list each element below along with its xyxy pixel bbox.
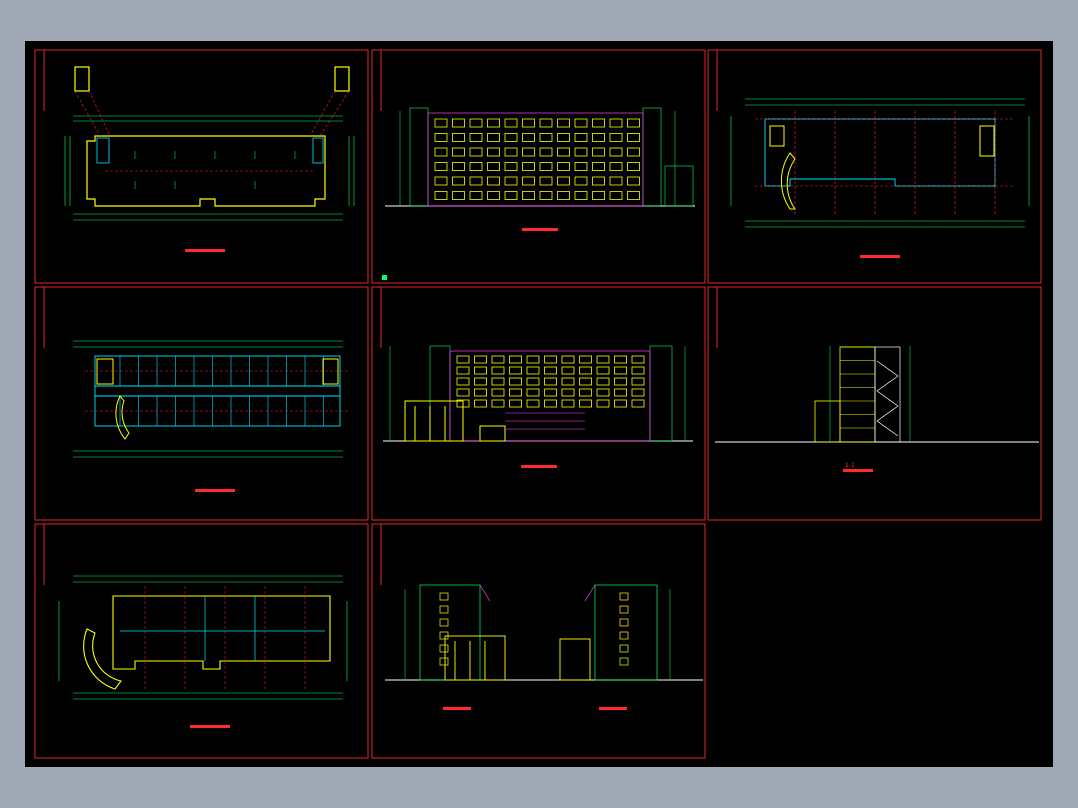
frame-front-elevation-a[interactable] xyxy=(371,49,706,284)
room-divisions xyxy=(119,356,324,426)
upper-floor-plan-drawing xyxy=(730,98,1030,258)
side-elevations-drawing xyxy=(385,584,703,710)
frame-front-elevation-b[interactable] xyxy=(371,286,706,521)
window-grid-a xyxy=(434,118,640,200)
typical-floor-plan-drawing xyxy=(73,340,350,492)
drawing-sheet: 1-1 xyxy=(34,49,1042,759)
front-elevation-a-drawing xyxy=(382,107,695,280)
section-1-1-drawing: 1-1 xyxy=(715,346,1039,472)
frame-section-1-1[interactable] xyxy=(707,286,1042,521)
side-windows xyxy=(439,592,629,666)
section-title: 1-1 xyxy=(845,462,855,469)
frame-upper-floor-plan[interactable] xyxy=(707,49,1042,284)
roof-plan-drawing xyxy=(64,66,355,252)
section-floors xyxy=(840,346,875,429)
panel-frames xyxy=(34,49,1042,759)
frame-side-elevations[interactable] xyxy=(371,523,706,759)
front-elevation-b-drawing xyxy=(383,345,693,468)
frame-title-strips xyxy=(43,50,718,585)
window-grid-b xyxy=(456,355,645,408)
ground-floor-plan-drawing xyxy=(58,575,348,728)
frame-typical-floor-plan[interactable] xyxy=(34,286,369,521)
frame-ground-floor-plan[interactable] xyxy=(34,523,369,759)
drawing-canvas[interactable]: 1-1 xyxy=(25,41,1053,767)
frame-roof-plan[interactable] xyxy=(34,49,369,284)
